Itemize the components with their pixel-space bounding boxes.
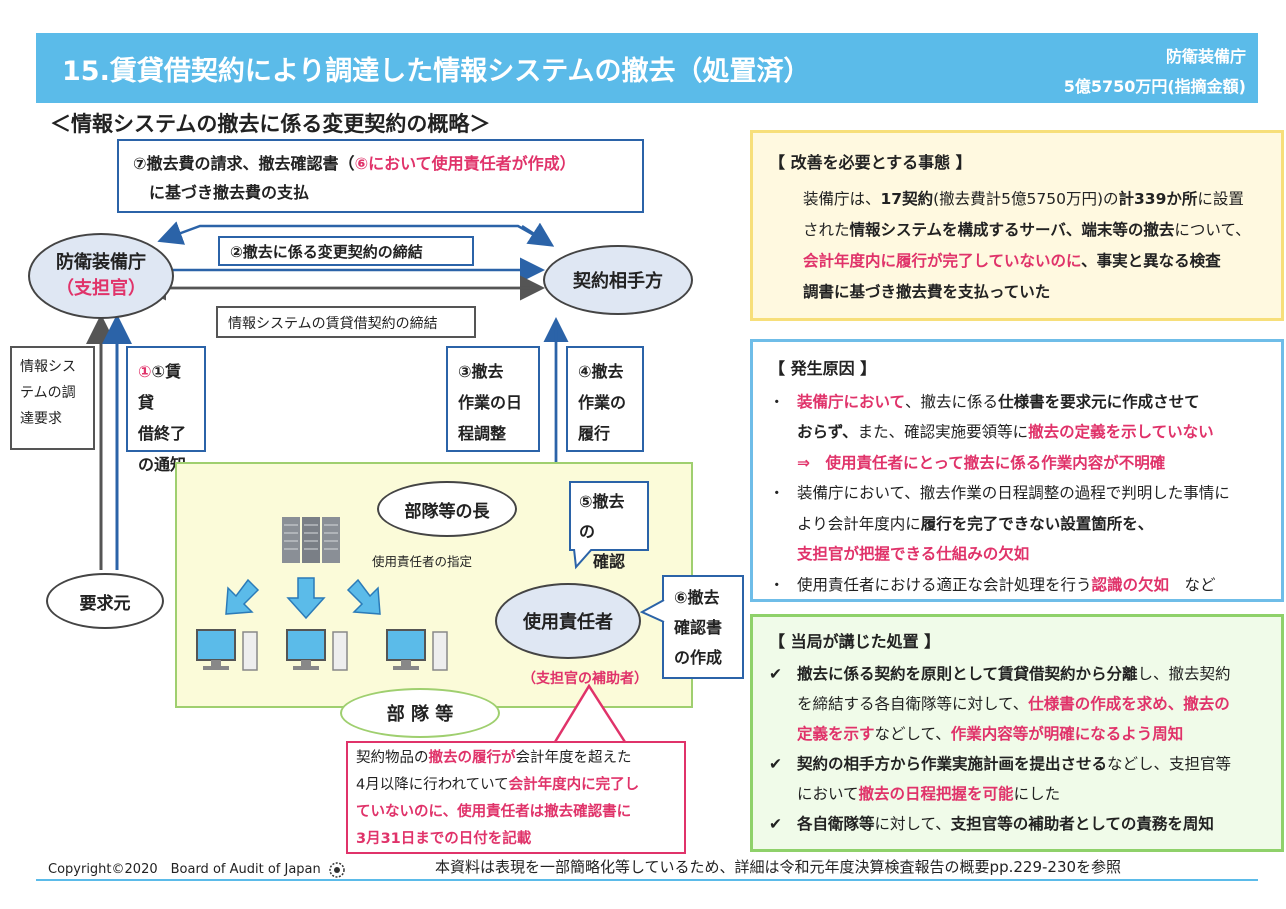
callout-tail <box>573 549 593 570</box>
certificate-box: ⑥撤去 確認書 の作成 <box>662 575 744 679</box>
execution-box: ④撤去 作業の 履行 <box>566 346 644 452</box>
units-ellipse: 部 隊 等 <box>340 688 500 738</box>
situation-heading: 【 改善を必要とする事態 】 <box>769 153 972 172</box>
designation-label: 使用責任者の指定 <box>372 554 473 569</box>
cause-heading: 【 発生原因 】 <box>769 359 877 378</box>
measures-panel: 【 当局が講じた処置 】 ✔撤去に係る契約を原則として賃貸借契約から分離し、撤去… <box>750 614 1284 852</box>
agency-ellipse: 防衛装備庁 （支担官） <box>28 233 174 319</box>
agency-label: 防衛装備庁 <box>1165 47 1246 66</box>
situation-panel: 【 改善を必要とする事態 】 装備庁は、17契約(撤去費計5億5750万円)の計… <box>750 130 1284 321</box>
unit-head-ellipse: 部隊等の長 <box>377 481 517 537</box>
check-icon: ✔ <box>769 755 782 773</box>
requester-ellipse: 要求元 <box>46 573 164 629</box>
callout-tail <box>640 599 665 623</box>
page-title: 15.賃貸借契約により調達した情報システムの撤去（処置済） <box>62 56 811 87</box>
header-bar: 15.賃貸借契約により調達した情報システムの撤去（処置済） 防衛装備庁 5億57… <box>36 33 1258 103</box>
check-icon: ✔ <box>769 665 782 683</box>
server-icon <box>282 517 340 563</box>
note-callout-tail <box>553 683 627 743</box>
confirmation-box: ⑤撤去の 確認 <box>569 481 649 571</box>
diagram-arrows <box>86 221 569 587</box>
measures-heading: 【 当局が講じた処置 】 <box>769 632 941 651</box>
change-contract-box: ②撤去に係る変更契約の締結 <box>218 236 474 266</box>
pc-icon <box>386 629 448 671</box>
assistant-label: （支担官の補助者） <box>522 671 648 687</box>
arrow-down-right-icon <box>346 578 381 615</box>
problem-note-box: 契約物品の撤去の履行が会計年度を超えた 4月以降に行われていて会計年度内に完了し… <box>346 741 686 854</box>
arrow-down-icon <box>286 577 326 620</box>
amount-label: 5億5750万円(指摘金額) <box>1063 77 1246 96</box>
distribution-arrows <box>225 577 381 620</box>
user-manager-ellipse: 使用責任者 <box>495 583 641 659</box>
board-emblem-icon <box>329 861 345 878</box>
contractor-ellipse: 契約相手方 <box>543 245 693 315</box>
copyright: Copyright©2020 Board of Audit of Japan <box>48 858 345 878</box>
diagram-subtitle: ＜情報システムの撤去に係る変更契約の概略＞ <box>50 112 491 136</box>
cause-panel: 【 発生原因 】 ・装備庁において、撤去に係る仕様書を要求元に作成させて おらず… <box>750 339 1284 602</box>
schedule-box: ③撤去 作業の日 程調整 <box>446 346 540 452</box>
procurement-request-box: 情報シス テムの調 達要求 <box>10 346 95 450</box>
footer-note: 本資料は表現を一部簡略化等しているため、詳細は令和元年度決算検査報告の概要pp.… <box>435 858 1122 876</box>
footer-divider <box>36 879 1258 881</box>
pc-icon <box>286 629 348 671</box>
check-icon: ✔ <box>769 815 782 833</box>
rental-contract-box: 情報システムの賃貸借契約の締結 <box>216 306 476 338</box>
rental-end-box: ①①賃貸 借終了 の通知 <box>126 346 206 474</box>
pc-icon <box>196 629 258 671</box>
arrow-down-left-icon <box>225 578 260 615</box>
payment-box: ⑦撤去費の請求、撤去確認書（⑥において使用責任者が作成） に基づき撤去費の支払 <box>117 139 644 213</box>
